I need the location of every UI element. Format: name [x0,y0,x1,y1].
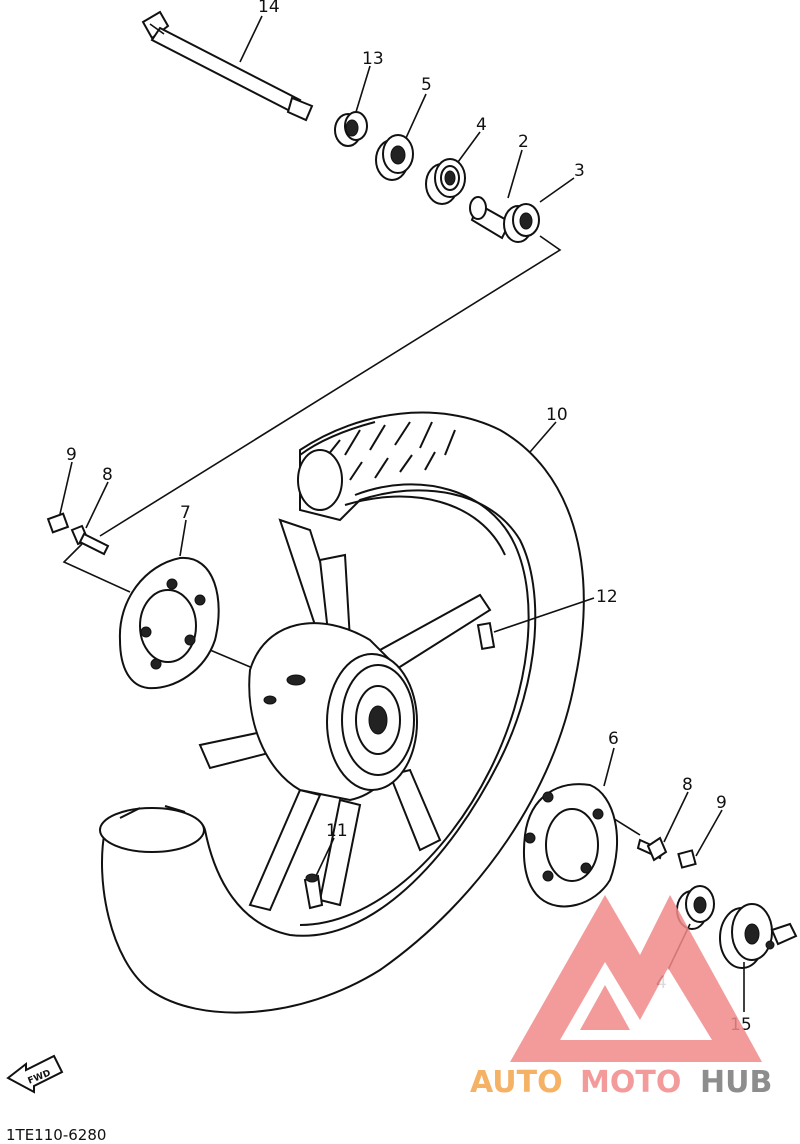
tire-and-wheel [99,411,585,1014]
collar-part-15 [719,903,798,969]
callout-5: 5 [421,75,432,95]
oil-seal-part [375,134,414,181]
callout-4-top: 4 [476,115,487,135]
callout-3: 3 [574,161,585,181]
collar-part [334,111,368,147]
bolt-nut-right [636,836,697,869]
bearing-part-lower [676,885,715,930]
watermark-part1: AUTO [470,1065,563,1100]
disc-plate-right [522,783,618,908]
callout-14: 14 [258,0,280,17]
watermark-part2: MOTO [580,1065,681,1100]
callout-6: 6 [608,729,619,749]
disc-plate-left [118,556,220,690]
callout-8-right: 8 [682,775,693,795]
callout-2: 2 [518,132,529,152]
callout-13: 13 [362,49,384,69]
callout-10: 10 [546,405,568,425]
callout-9-right: 9 [716,793,727,813]
callout-7: 7 [180,503,191,523]
leader-lines [59,15,745,1012]
diagram-code: 1TE110-6280 [6,1126,106,1144]
bolt-nut-left [46,512,110,556]
callout-8-left: 8 [102,465,113,485]
bearing-part-top [425,158,466,205]
callout-9-left: 9 [66,445,77,465]
callout-11: 11 [326,821,348,841]
watermark-part3: HUB [700,1065,772,1100]
fwd-arrow-icon: FWD [6,1054,64,1094]
watermark-logo: AUTO MOTO HUB [470,895,772,1100]
spacer-part [469,196,540,243]
axle-part [141,10,314,122]
callout-12: 12 [596,587,618,607]
